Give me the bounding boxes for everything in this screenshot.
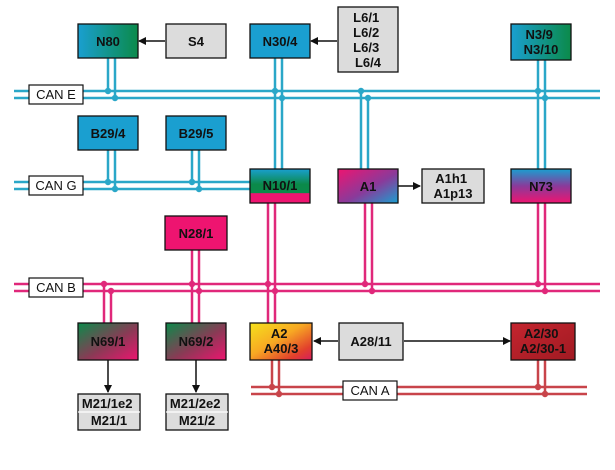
- svg-text:N73: N73: [529, 179, 553, 194]
- junction-dots-blue: [104, 87, 549, 193]
- node-n80: N80: [77, 23, 139, 59]
- svg-text:M21/1e2 M21/1: M21/1e2 M21/1: [82, 396, 136, 428]
- svg-text:N3/9 N3/10: N3/9 N3/10: [524, 27, 559, 57]
- node-m21-2: M21/2e2 M21/2: [165, 393, 229, 431]
- svg-text:CAN E: CAN E: [36, 87, 76, 102]
- svg-text:N69/2: N69/2: [179, 334, 214, 349]
- svg-text:A2 A40/3: A2 A40/3: [264, 326, 299, 356]
- svg-text:N10/1: N10/1: [263, 178, 298, 193]
- node-b29-5: B29/5: [165, 115, 227, 151]
- can-a-bus: [251, 385, 587, 396]
- svg-text:CAN G: CAN G: [35, 178, 76, 193]
- junction-dots-red: [268, 383, 549, 398]
- svg-text:A1h1 A1p13: A1h1 A1p13: [433, 171, 472, 201]
- svg-text:N28/1: N28/1: [179, 226, 214, 241]
- can-g-drops: [106, 150, 201, 189]
- node-n10-1: N10/1: [249, 168, 311, 204]
- can-e-drops: [106, 58, 547, 169]
- can-a-drops: [270, 360, 547, 394]
- can-g-label: CAN G: [28, 175, 84, 196]
- junction-dots-pink: [100, 280, 549, 295]
- svg-text:B29/5: B29/5: [179, 126, 214, 141]
- svg-text:A2/30 A2/30-1: A2/30 A2/30-1: [520, 326, 566, 356]
- node-n69-1: N69/1: [77, 322, 139, 361]
- node-a2: A2 A40/3: [249, 322, 313, 361]
- can-b-label: CAN B: [28, 277, 84, 298]
- node-n30-4: N30/4: [249, 23, 311, 59]
- svg-text:CAN B: CAN B: [36, 280, 76, 295]
- node-a1h1: A1h1 A1p13: [421, 168, 485, 204]
- node-a2-30: A2/30 A2/30-1: [510, 322, 576, 361]
- svg-text:N69/1: N69/1: [91, 334, 126, 349]
- svg-text:L6/1 L6/2 L6/3: L6/1 L6/2 L6/3 L6/4: [353, 10, 383, 70]
- arrows: [104, 37, 511, 393]
- node-n28-1: N28/1: [164, 215, 228, 251]
- node-n73: N73: [510, 168, 572, 204]
- svg-text:N30/4: N30/4: [263, 34, 298, 49]
- can-b-drops: [102, 203, 547, 323]
- svg-text:N80: N80: [96, 34, 120, 49]
- can-a-label: CAN A: [342, 380, 398, 401]
- node-m21-1: M21/1e2 M21/1: [77, 393, 141, 431]
- svg-text:B29/4: B29/4: [91, 126, 126, 141]
- node-s4: S4: [165, 23, 227, 59]
- svg-text:A1: A1: [360, 179, 377, 194]
- node-n69-2: N69/2: [165, 322, 227, 361]
- node-b29-4: B29/4: [77, 115, 139, 151]
- svg-text:CAN A: CAN A: [350, 383, 389, 398]
- node-l6: L6/1 L6/2 L6/3 L6/4: [337, 6, 399, 73]
- node-a1: A1: [337, 168, 399, 204]
- node-n3-9: N3/9 N3/10: [510, 23, 572, 61]
- svg-text:S4: S4: [188, 34, 205, 49]
- can-e-bus: [14, 89, 600, 100]
- svg-text:A28/11: A28/11: [350, 334, 391, 349]
- can-e-label: CAN E: [28, 84, 84, 105]
- svg-text:M21/2e2 M21/2: M21/2e2 M21/2: [170, 396, 224, 428]
- node-a28-11: A28/11: [338, 322, 404, 361]
